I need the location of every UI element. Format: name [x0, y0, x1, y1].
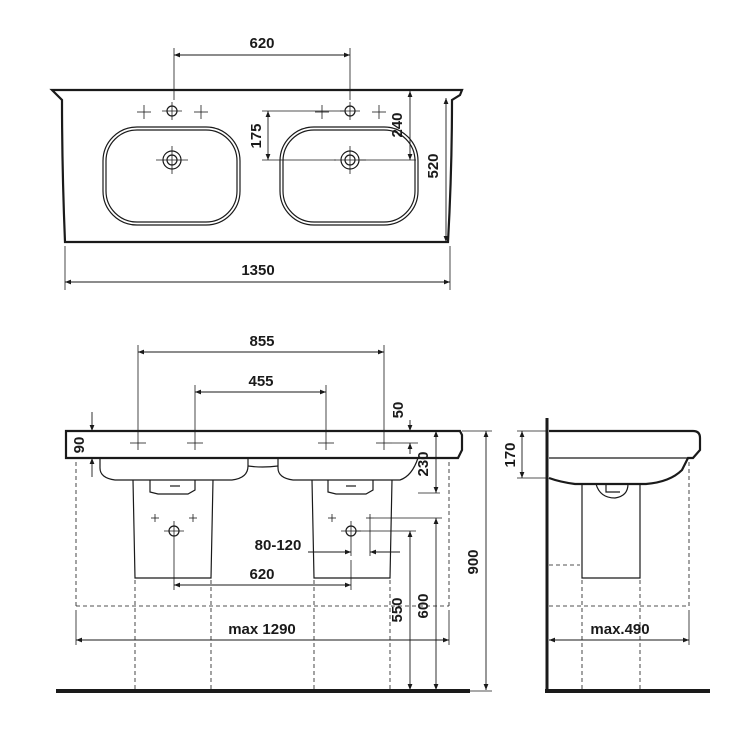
- dim-side-170: 170: [502, 442, 519, 467]
- right-bowl: [279, 126, 419, 226]
- dim-side-max-depth: max.490: [590, 621, 649, 638]
- right-wall-connection-icon: [328, 514, 374, 541]
- top-view: 620 175 240 520 1350: [49, 35, 464, 290]
- top-side-hole-markers: [137, 105, 386, 119]
- dim-front-siphon-range: 80-120: [255, 537, 302, 554]
- front-mount-hole-markers: [130, 436, 392, 450]
- dim-front-drain-spacing: 620: [249, 566, 274, 583]
- dim-top-offset-240: 240: [389, 112, 406, 137]
- left-wall-connection-icon: [151, 514, 197, 541]
- left-bowl: [102, 126, 241, 226]
- dim-front-max-width: max 1290: [228, 621, 296, 638]
- dim-top-tap-spacing: 620: [249, 35, 274, 52]
- dim-front-230: 230: [415, 451, 432, 476]
- left-drain-icon: [156, 146, 188, 174]
- front-view: 855 455 50 90 230 80-120 620: [56, 333, 492, 693]
- side-view: 170 max.490: [502, 418, 710, 693]
- dim-top-depth: 520: [425, 153, 442, 178]
- dim-front-900: 900: [465, 549, 482, 574]
- dim-top-width: 1350: [241, 262, 274, 279]
- dim-front-50: 50: [390, 402, 407, 419]
- side-basin-outline: [548, 429, 702, 486]
- right-tap-hole-icon: [340, 102, 360, 120]
- dim-front-outer-mount: 855: [249, 333, 274, 350]
- dim-front-550: 550: [389, 597, 406, 622]
- left-tap-hole-icon: [162, 102, 182, 120]
- dim-front-90: 90: [71, 437, 88, 454]
- dim-top-offset-175: 175: [248, 123, 265, 148]
- dim-front-inner-mount: 455: [248, 373, 273, 390]
- dim-front-600: 600: [415, 593, 432, 618]
- front-slab-outline: [64, 429, 464, 460]
